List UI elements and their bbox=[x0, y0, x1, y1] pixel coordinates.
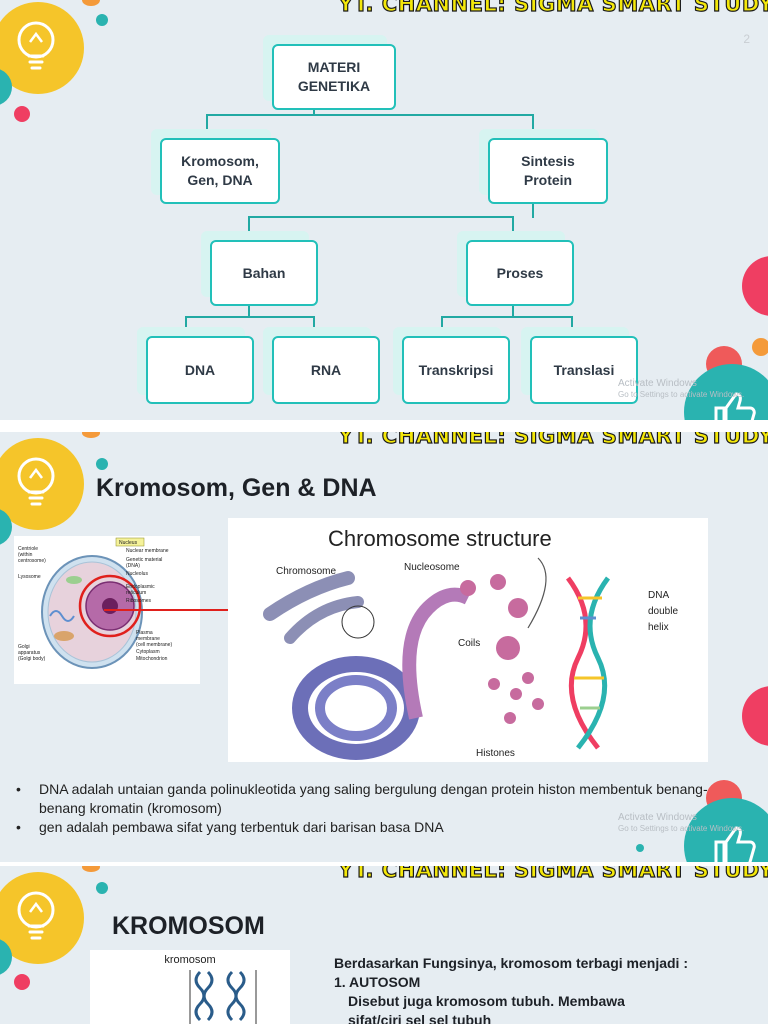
svg-text:(within: (within bbox=[18, 552, 33, 558]
channel-banner: YT. CHANNEL: SIGMA SMART STUDY bbox=[338, 432, 768, 449]
activate-windows-watermark: Activate Windows Go to Settings to activ… bbox=[618, 378, 745, 399]
kromosom-description: Berdasarkan Fungsinya, kromosom terbagi … bbox=[334, 954, 688, 1024]
label-double: double bbox=[648, 606, 678, 617]
svg-text:(cell membrane): (cell membrane) bbox=[136, 642, 172, 648]
orange-dot bbox=[752, 338, 768, 356]
label-nucleosome: Nucleosome bbox=[404, 562, 460, 573]
teal-dot bbox=[636, 844, 644, 852]
thumbs-up-icon bbox=[714, 826, 756, 862]
bullet-item: DNA adalah untaian ganda polinukleotida … bbox=[10, 780, 710, 818]
label-coils: Coils bbox=[458, 638, 480, 649]
node-transkripsi: Transkripsi bbox=[402, 336, 510, 404]
svg-text:reticulum: reticulum bbox=[126, 590, 146, 596]
autosom-heading: 1. AUTOSOM bbox=[334, 974, 421, 990]
slide-kromosom: YT. CHANNEL: SIGMA SMART STUDY KROMOSOM … bbox=[0, 866, 768, 1024]
node-translasi: Translasi bbox=[530, 336, 638, 404]
node-bahan: Bahan bbox=[210, 240, 318, 306]
lightbulb-icon bbox=[17, 21, 55, 70]
autosom-desc: Disebut juga kromosom tubuh. Membawa bbox=[348, 993, 625, 1009]
teal-half-circle bbox=[0, 508, 12, 546]
figure-title: Chromosome structure bbox=[328, 526, 552, 551]
node-dna: DNA bbox=[146, 336, 254, 404]
teal-dot bbox=[96, 458, 108, 470]
svg-text:membrane: membrane bbox=[136, 636, 160, 642]
slide-kromosom-gen-dna: YT. CHANNEL: SIGMA SMART STUDY Kromosom,… bbox=[0, 432, 768, 862]
node-materi-genetika: MATERI GENETIKA bbox=[272, 44, 396, 110]
pink-half-circle bbox=[742, 686, 768, 746]
thumbs-up-badge bbox=[684, 798, 768, 862]
svg-text:Plasma: Plasma bbox=[136, 630, 153, 636]
slide-mind-map: YT. CHANNEL: SIGMA SMART STUDY 2 MATERI … bbox=[0, 0, 768, 420]
lightbulb-icon bbox=[17, 457, 55, 506]
svg-text:apparatus: apparatus bbox=[18, 650, 41, 656]
lightbulb-icon bbox=[17, 891, 55, 940]
node-sintesis-protein: Sintesis Protein bbox=[488, 138, 608, 204]
svg-text:Cytoplasm: Cytoplasm bbox=[136, 649, 160, 655]
svg-text:Nuclear membrane: Nuclear membrane bbox=[126, 548, 169, 554]
svg-text:centrosome): centrosome) bbox=[18, 558, 46, 564]
label-helix: helix bbox=[648, 622, 669, 633]
svg-text:Endoplasmic: Endoplasmic bbox=[126, 584, 155, 590]
figure-label: kromosom bbox=[164, 954, 216, 966]
intro-text: Berdasarkan Fungsinya, kromosom terbagi … bbox=[334, 955, 688, 971]
chromosome-structure-figure: Chromosome structure Chromosome Nucleoso… bbox=[228, 518, 708, 762]
svg-text:Mitochondrion: Mitochondrion bbox=[136, 656, 168, 662]
label-histones: Histones bbox=[476, 748, 515, 759]
bullet-item: gen adalah pembawa sifat yang terbentuk … bbox=[10, 818, 710, 837]
pink-half-circle bbox=[742, 256, 768, 316]
label-dna: DNA bbox=[648, 590, 669, 601]
thumbs-up-badge bbox=[684, 364, 768, 420]
teal-dot bbox=[96, 14, 108, 26]
kromosom-figure: kromosom bbox=[90, 950, 290, 1024]
svg-text:(DNA): (DNA) bbox=[126, 563, 140, 569]
teal-half-circle bbox=[0, 938, 12, 976]
pink-dot bbox=[14, 106, 30, 122]
channel-banner: YT. CHANNEL: SIGMA SMART STUDY bbox=[338, 866, 768, 883]
svg-text:Nucleolus: Nucleolus bbox=[126, 571, 148, 577]
bulb-badge bbox=[0, 872, 84, 964]
svg-text:Ribosomes: Ribosomes bbox=[126, 598, 152, 604]
channel-banner: YT. CHANNEL: SIGMA SMART STUDY bbox=[338, 0, 768, 17]
slide-title: Kromosom, Gen & DNA bbox=[96, 474, 377, 502]
svg-text:Centriole: Centriole bbox=[18, 546, 38, 552]
svg-text:(Golgi body): (Golgi body) bbox=[18, 656, 46, 662]
autosom-desc: sifat/ciri sel sel tubuh bbox=[348, 1012, 492, 1024]
orange-dot bbox=[82, 432, 100, 438]
activate-windows-watermark: Activate Windows Go to Settings to activ… bbox=[618, 812, 745, 833]
bullet-list: DNA adalah untaian ganda polinukleotida … bbox=[10, 780, 710, 837]
label-chromosome: Chromosome bbox=[276, 566, 336, 577]
svg-text:Nucleus: Nucleus bbox=[119, 540, 138, 546]
orange-dot bbox=[82, 0, 100, 6]
svg-text:Genetic material: Genetic material bbox=[126, 557, 162, 563]
pink-dot bbox=[14, 974, 30, 990]
node-proses: Proses bbox=[466, 240, 574, 306]
orange-dot bbox=[82, 866, 100, 872]
svg-text:Golgi: Golgi bbox=[18, 644, 30, 650]
svg-text:Lysosome: Lysosome bbox=[18, 574, 41, 580]
page-number: 2 bbox=[743, 32, 750, 46]
node-kromosom-gen-dna: Kromosom, Gen, DNA bbox=[160, 138, 280, 204]
teal-dot bbox=[96, 882, 108, 894]
teal-half-circle bbox=[0, 68, 12, 106]
bulb-badge bbox=[0, 438, 84, 530]
slide-title: KROMOSOM bbox=[112, 912, 265, 940]
bulb-badge bbox=[0, 2, 84, 94]
node-rna: RNA bbox=[272, 336, 380, 404]
thumbs-up-icon bbox=[714, 392, 756, 420]
